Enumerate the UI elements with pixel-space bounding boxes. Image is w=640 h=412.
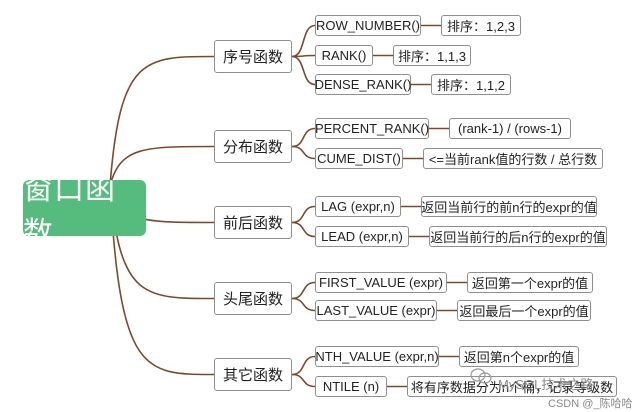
function-node: NTILE (n) <box>315 376 387 397</box>
category-node: 序号函数 <box>214 40 292 73</box>
description-node: 排序：1,1,2 <box>431 74 511 95</box>
category-node: 头尾函数 <box>214 282 292 315</box>
function-node: DENSE_RANK() <box>315 74 411 95</box>
description-node: <=当前rank值的行数 / 总行数 <box>423 148 603 169</box>
function-node: LEAD (expr,n) <box>315 226 409 247</box>
function-node: LAST_VALUE (expr) <box>315 300 437 321</box>
connector-category-to-function <box>291 221 316 238</box>
connector-root-to-category <box>109 185 215 376</box>
function-node: FIRST_VALUE (expr) <box>315 272 447 293</box>
connector-category-to-function <box>291 281 316 300</box>
description-node: 返回当前行的后n行的expr的值 <box>429 226 607 247</box>
watermark-author: CSDN @_陈哈哈 <box>548 398 633 410</box>
description-node: 返回最后一个expr的值 <box>457 300 591 321</box>
category-node: 其它函数 <box>214 358 292 391</box>
category-node: 分布函数 <box>214 130 292 163</box>
function-node: NTH_VALUE (expr,n) <box>315 346 439 367</box>
description-node: 返回当前行的前n行的expr的值 <box>421 196 597 217</box>
connector-root-to-category <box>109 145 215 187</box>
connector-category-to-function <box>291 55 316 86</box>
connector-category-to-function <box>291 145 316 160</box>
function-node: ROW_NUMBER() <box>315 15 421 36</box>
description-node: (rank-1) / (rows-1) <box>449 118 571 139</box>
connector-category-to-function <box>291 24 316 58</box>
description-node: 返回第一个expr的值 <box>467 272 593 293</box>
category-node: 前后函数 <box>214 206 292 239</box>
connector-category-to-function <box>291 355 316 376</box>
function-node: PERCENT_RANK() <box>315 118 429 139</box>
root-node: 窗口函数 <box>23 173 146 250</box>
connector-category-to-function <box>291 127 316 148</box>
description-node: 排序：1,2,3 <box>441 15 521 36</box>
function-node: CUME_DIST() <box>315 148 403 169</box>
connector-category-to-function <box>291 373 316 388</box>
connector-category-to-function <box>291 297 316 312</box>
wechat-icon <box>470 368 492 384</box>
watermark-title: MySQL技术之路 <box>498 377 594 392</box>
description-node: 将有序数据分为n个桶，记录等级数 <box>407 376 617 397</box>
description-node: 排序：1,1,3 <box>393 45 471 66</box>
function-node: LAG (expr,n) <box>315 196 401 217</box>
connector-root-to-category <box>109 55 215 187</box>
description-node: 返回第n个expr的值 <box>459 346 579 367</box>
connector-category-to-function <box>291 205 316 224</box>
function-node: RANK() <box>315 45 373 66</box>
